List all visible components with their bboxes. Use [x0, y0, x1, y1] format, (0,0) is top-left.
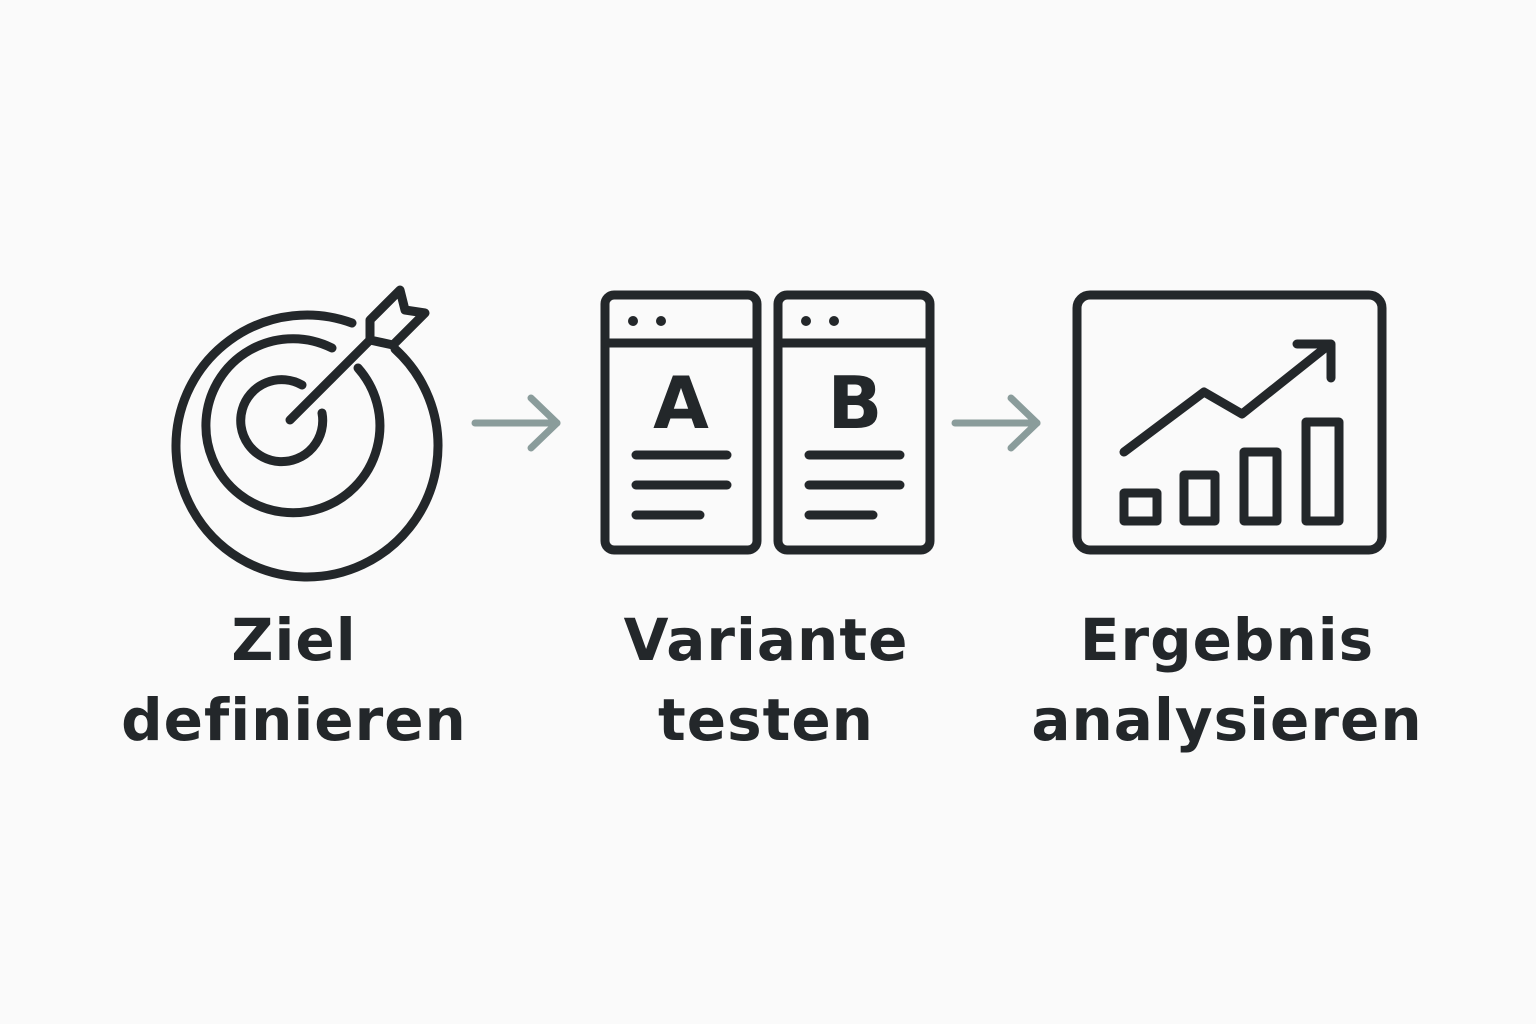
- step-subtitle: definieren: [121, 686, 467, 754]
- arrow-right-icon: [951, 394, 1041, 452]
- arrow-right-icon: [471, 394, 561, 452]
- variant-b-letter: B: [828, 361, 883, 445]
- growth-chart-icon: [1072, 290, 1387, 555]
- step-title: Ergebnis: [1079, 606, 1375, 674]
- trend-arrowhead: [1292, 339, 1336, 383]
- variant-a-letter: A: [653, 361, 709, 445]
- step-subtitle: analysieren: [1031, 686, 1423, 754]
- bar-1: [1119, 488, 1162, 526]
- step-title: Ziel: [231, 606, 357, 674]
- bar-2: [1179, 470, 1220, 526]
- bar-3: [1239, 447, 1282, 526]
- step-label-test: Variante testen: [556, 600, 976, 760]
- variant-b-window-icon: [773, 290, 935, 555]
- target-arrow-icon: [171, 285, 443, 582]
- trend-line: [1119, 339, 1335, 457]
- window-dots: [628, 316, 839, 326]
- variant-a-window-icon: [600, 290, 762, 555]
- step-label-goal: Ziel definieren: [84, 600, 504, 760]
- bar-4: [1301, 417, 1344, 526]
- step-label-analyze: Ergebnis analysieren: [1017, 600, 1437, 760]
- step-subtitle: testen: [658, 686, 874, 754]
- step-title: Variante: [623, 606, 909, 674]
